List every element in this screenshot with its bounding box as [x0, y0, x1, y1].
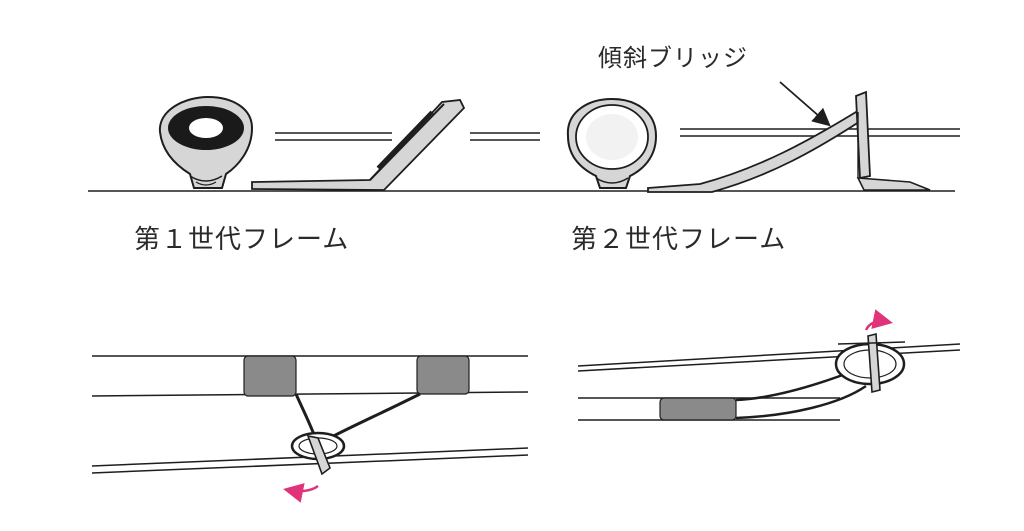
- gen1-tangle-illustration: [91, 355, 529, 503]
- gen1-side-view: [251, 99, 540, 191]
- gen2-front-view: [566, 97, 658, 189]
- gen1-front-view: [158, 95, 254, 189]
- inclined-bridge-label: 傾斜ブリッジ: [598, 44, 748, 72]
- gen1-frame-label: 第１世代フレーム: [134, 225, 350, 255]
- gen2-side-view: [647, 90, 960, 193]
- gen2-frame-label: 第２世代フレーム: [571, 225, 787, 255]
- gen2-tangle-illustration: [577, 309, 961, 421]
- bridge-pointer-arrow: [779, 81, 831, 127]
